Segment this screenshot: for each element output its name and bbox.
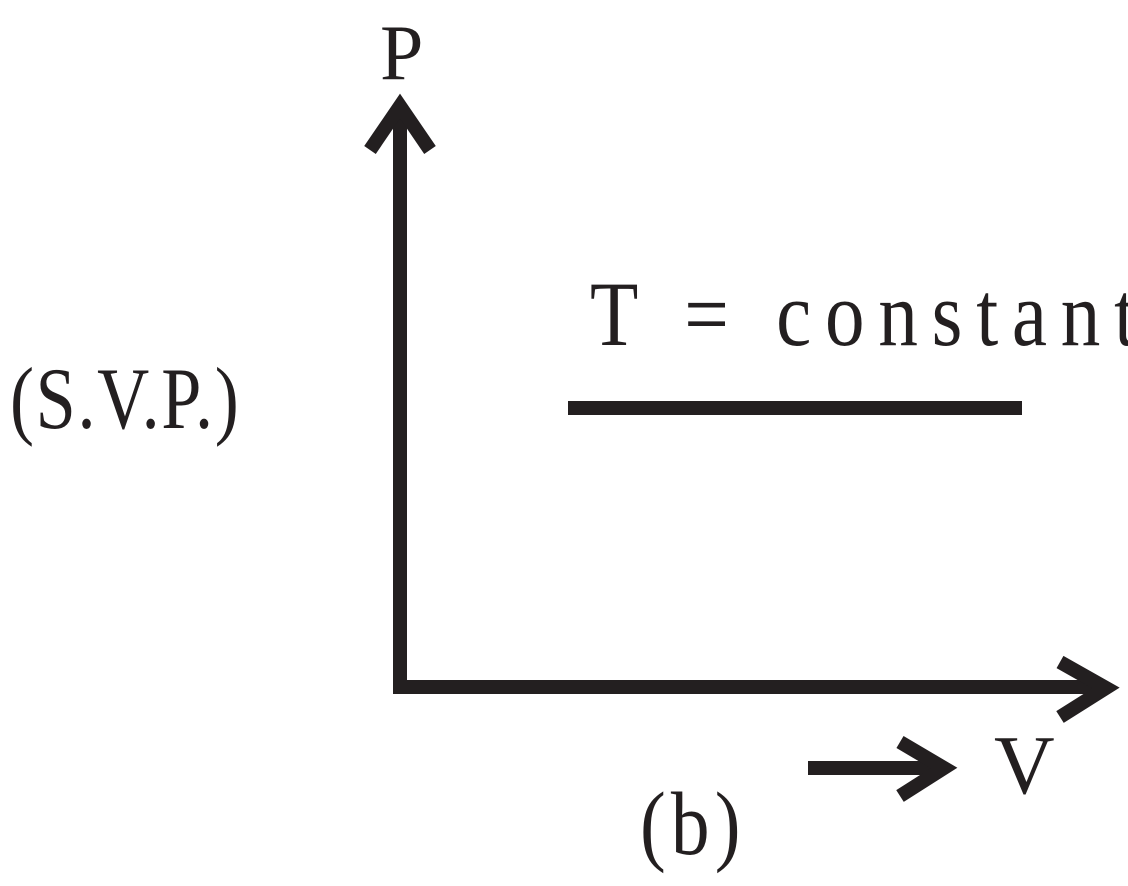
y-axis-label: P bbox=[380, 9, 424, 96]
x-axis-label: V bbox=[994, 719, 1055, 812]
line-label: T = constant bbox=[590, 263, 1128, 365]
y-axis-quantity-label: (S.V.P.) bbox=[10, 351, 241, 448]
panel-label: (b) bbox=[640, 775, 746, 874]
y-axis-arrowhead bbox=[364, 93, 436, 154]
x-axis-arrowhead bbox=[1056, 655, 1120, 723]
direction-arrow-head bbox=[896, 735, 958, 802]
